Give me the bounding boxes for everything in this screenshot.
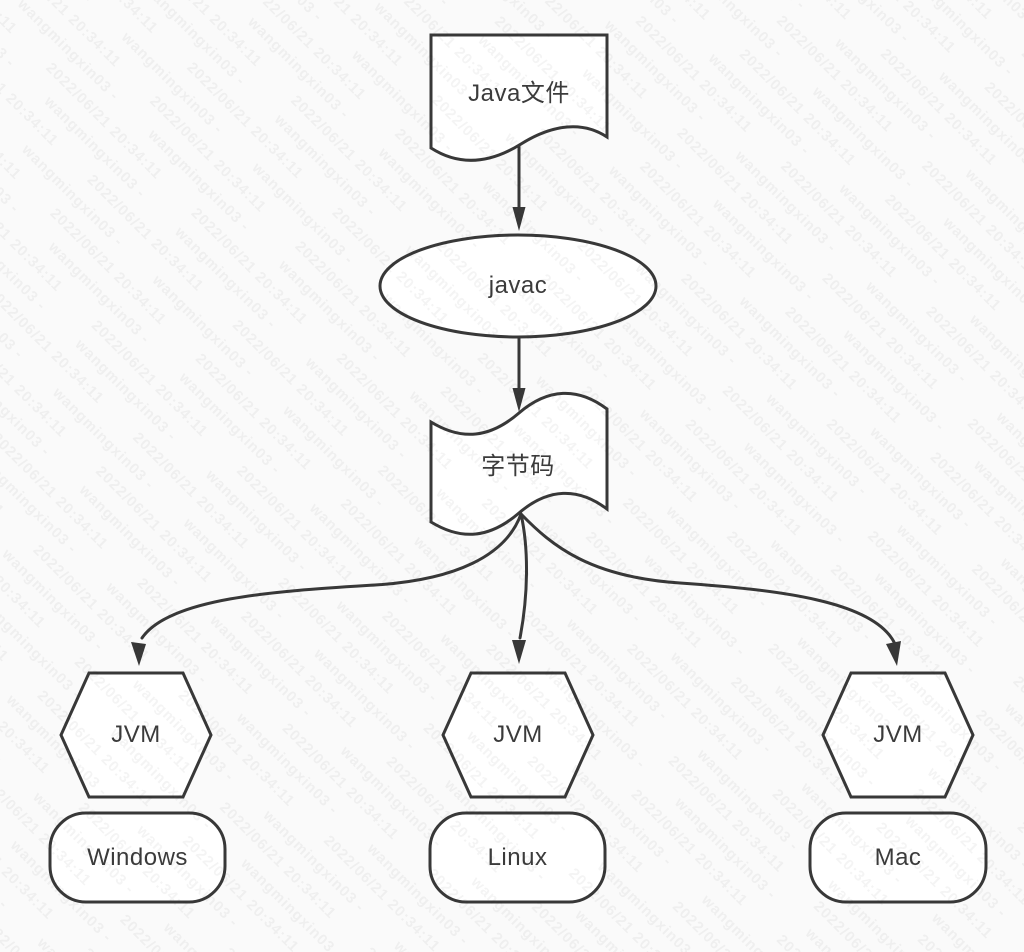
bytecode-label: 字节码 xyxy=(481,452,555,480)
java-file-label: Java文件 xyxy=(468,79,570,107)
arrow-bytecode-to-jvm-linux xyxy=(518,512,528,640)
os-mac-label: Mac xyxy=(874,843,922,871)
os-windows-label: Windows xyxy=(87,843,188,871)
jvm-linux-shape xyxy=(441,671,595,799)
arrow-bytecode-to-jvm-linux-head xyxy=(512,640,526,664)
jvm-linux-label: JVM xyxy=(493,721,543,748)
jvm-mac-shape xyxy=(821,671,975,799)
os-windows-shape xyxy=(48,811,227,904)
arrow-bytecode-to-jvm-mac-head xyxy=(886,641,901,666)
java-file-shape xyxy=(429,33,609,162)
bytecode-shape xyxy=(429,391,609,536)
arrow-bytecode-to-jvm-mac xyxy=(519,512,896,644)
jvm-windows-label: JVM xyxy=(111,721,161,748)
os-linux-label: Linux xyxy=(487,843,548,871)
javac-label: javac xyxy=(488,272,548,299)
jvm-windows-shape xyxy=(59,671,213,799)
arrow-bytecode-to-jvm-windows-head xyxy=(131,642,146,666)
arrow-javafile-to-javac-head xyxy=(512,207,526,231)
os-mac-shape xyxy=(808,811,988,904)
arrow-javac-to-bytecode-head xyxy=(512,388,526,412)
arrow-bytecode-to-jvm-windows xyxy=(140,512,523,640)
os-linux-shape xyxy=(428,811,607,904)
jvm-mac-label: JVM xyxy=(873,721,923,748)
